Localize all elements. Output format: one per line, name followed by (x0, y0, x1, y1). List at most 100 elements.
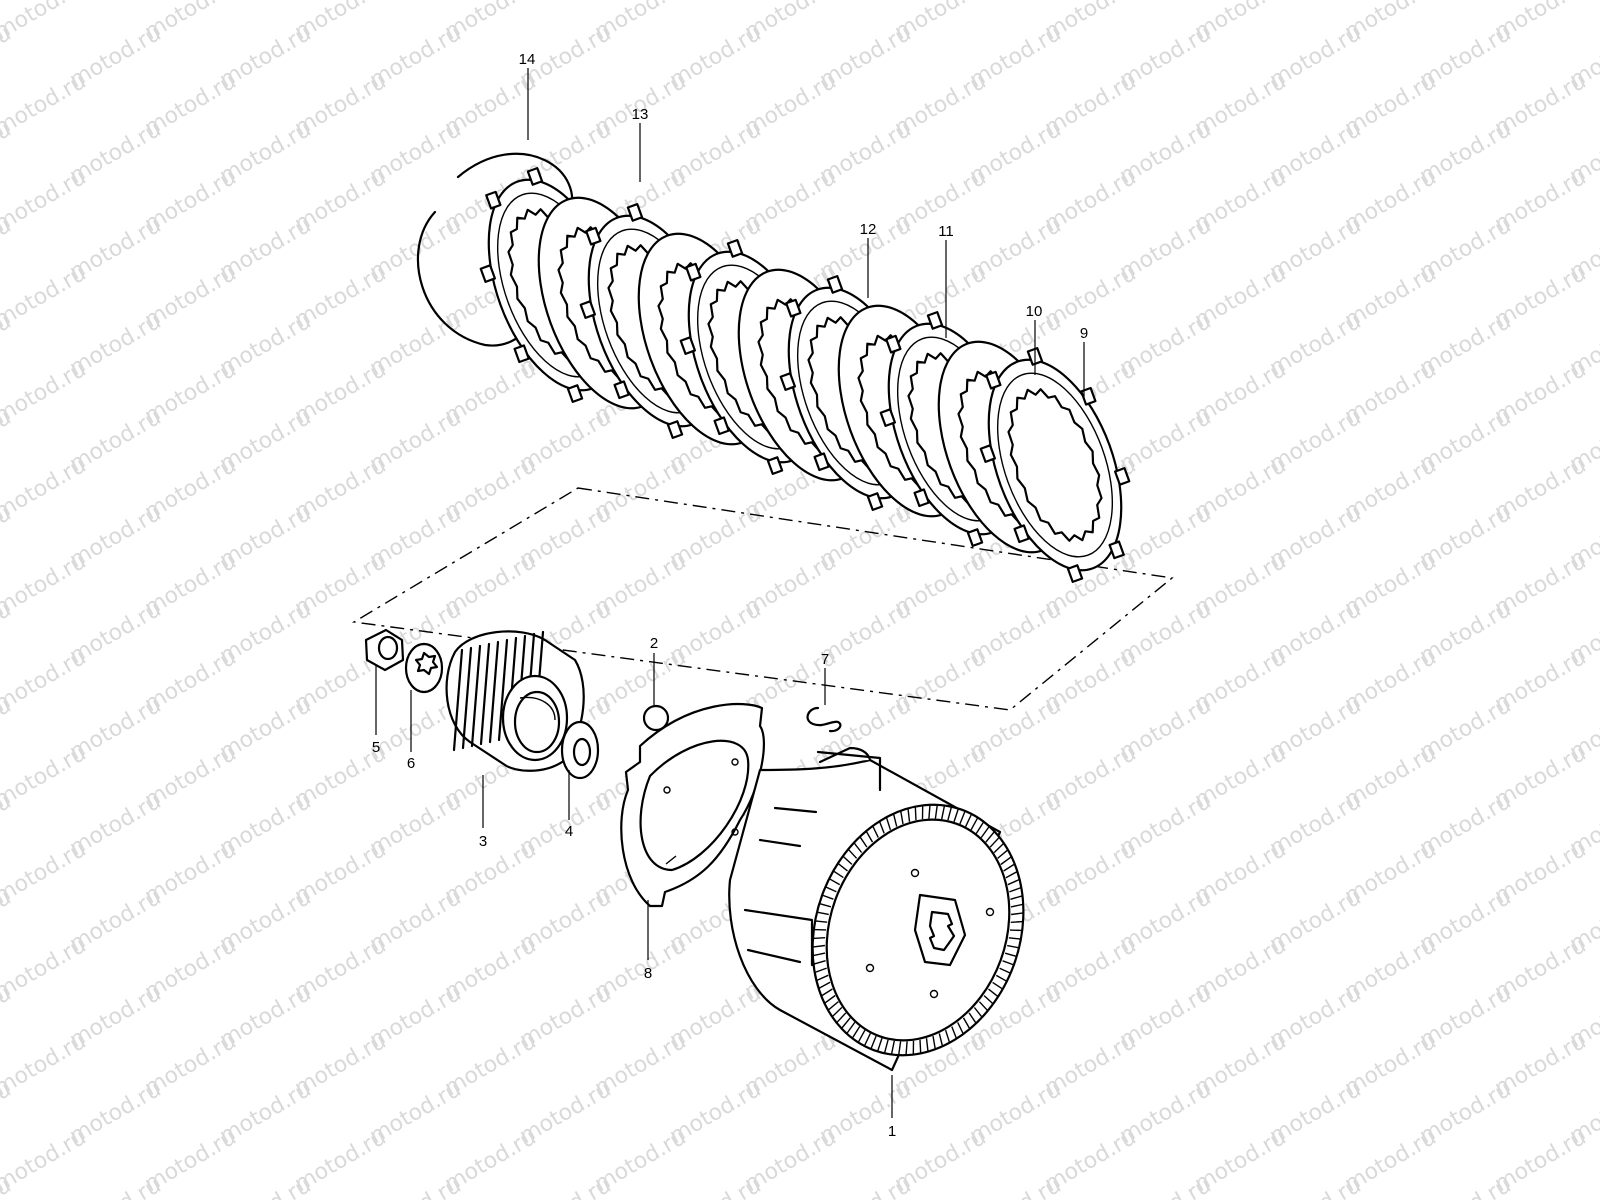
thrust-washer-part-4 (560, 720, 600, 780)
gear-tooth (1011, 912, 1024, 916)
spring-clip-part-7 (806, 706, 842, 733)
gear-tooth (816, 911, 829, 916)
gear-tooth (890, 1040, 895, 1055)
gear-tooth (944, 1029, 951, 1043)
gear-tooth (988, 988, 999, 998)
gear-tooth (957, 1022, 964, 1035)
gear-tooth (985, 831, 996, 843)
gear-tooth (953, 808, 960, 823)
gear-tooth (1010, 920, 1024, 923)
hub-spline (488, 640, 500, 744)
gear-tooth (847, 848, 858, 859)
gear-tooth (898, 1041, 902, 1056)
gear-tooth (842, 855, 853, 865)
gear-tooth (905, 1041, 908, 1056)
gear-tooth (828, 878, 841, 886)
hub-spline (452, 648, 464, 752)
gear-tooth (815, 920, 828, 923)
gear-tooth (816, 974, 829, 982)
callout-11: 11 (938, 223, 954, 240)
gear-tooth (938, 1033, 944, 1047)
gear-tooth (892, 813, 898, 827)
gear-tooth (1004, 952, 1017, 958)
callout-5: 5 (372, 739, 380, 756)
clutch-housing-part-1 (728, 746, 1025, 1072)
gear-tooth (812, 952, 826, 957)
gear-tooth (900, 810, 904, 825)
callout-2: 2 (650, 635, 658, 652)
hub-spline (497, 638, 509, 742)
gear-tooth (819, 902, 832, 908)
gear-tooth (973, 1007, 983, 1018)
damper-plate-part-8 (620, 702, 766, 908)
gear-tooth (907, 808, 911, 822)
gear-tooth (968, 1012, 977, 1024)
callout-1: 1 (888, 1123, 896, 1140)
gear-tooth (865, 830, 874, 843)
gear-tooth (1010, 903, 1024, 908)
gear-tooth (995, 974, 1008, 982)
gear-tooth (919, 1039, 922, 1054)
gear-tooth (1002, 960, 1015, 966)
gear-tooth (975, 821, 985, 834)
leader-lines (375, 68, 1085, 1118)
callout-7: 7 (821, 651, 829, 668)
gear-tooth (824, 994, 836, 1004)
gear-tooth (978, 1001, 989, 1012)
clutch-hub-part-3 (445, 630, 585, 772)
callout-13: 13 (632, 106, 649, 123)
gear-tooth (1007, 878, 1020, 886)
gear-tooth (832, 870, 844, 879)
gear-tooth (999, 967, 1011, 974)
gear-tooth (863, 1033, 872, 1047)
gear-tooth (964, 813, 973, 827)
gear-tooth (959, 810, 966, 825)
gear-tooth (853, 842, 863, 853)
gear-tooth (812, 937, 826, 940)
callout-8: 8 (644, 965, 652, 982)
gear-tooth (837, 862, 848, 872)
gear-tooth (818, 981, 831, 990)
gear-tooth (1000, 856, 1012, 866)
hub-spline (461, 646, 473, 750)
callout-labels: 14 13 12 11 10 9 2 7 5 6 4 3 8 1 (372, 51, 1088, 1140)
gear-tooth (1010, 895, 1023, 900)
gear-tooth (997, 849, 1009, 859)
gear-tooth (1007, 944, 1020, 949)
callout-10: 10 (1026, 303, 1043, 320)
gear-tooth (980, 825, 990, 839)
callout-6: 6 (407, 755, 415, 772)
gear-tooth (1005, 870, 1018, 879)
hub-spline (479, 642, 491, 746)
gear-tooth (820, 988, 833, 997)
gear-tooth (878, 821, 885, 834)
gear-tooth (870, 1035, 877, 1050)
gear-tooth (992, 981, 1004, 990)
gear-tooth (941, 805, 946, 820)
gear-tooth (846, 1021, 856, 1035)
callout-9: 9 (1080, 325, 1088, 342)
gear-tooth (851, 1026, 861, 1039)
gear-tooth (993, 842, 1005, 854)
gear-tooth (962, 1017, 971, 1030)
gear-tooth (947, 806, 953, 821)
gear-tooth (970, 817, 979, 831)
nut-part-5 (364, 628, 405, 672)
gear-tooth (876, 1037, 883, 1052)
ball-part-2 (642, 704, 670, 732)
gear-tooth (983, 995, 994, 1005)
gear-tooth (928, 804, 931, 819)
gear-tooth (883, 1039, 889, 1054)
assembly-outline (351, 487, 1174, 711)
gear-tooth (951, 1026, 958, 1039)
gear-tooth (831, 1006, 843, 1018)
callout-3: 3 (479, 833, 487, 850)
gear-tooth (1009, 886, 1022, 893)
gear-tooth (825, 886, 837, 893)
clutch-plate-stack (479, 167, 1131, 583)
gear-tooth (859, 836, 868, 848)
gear-tooth (827, 1001, 839, 1011)
hub-spline (470, 644, 482, 748)
